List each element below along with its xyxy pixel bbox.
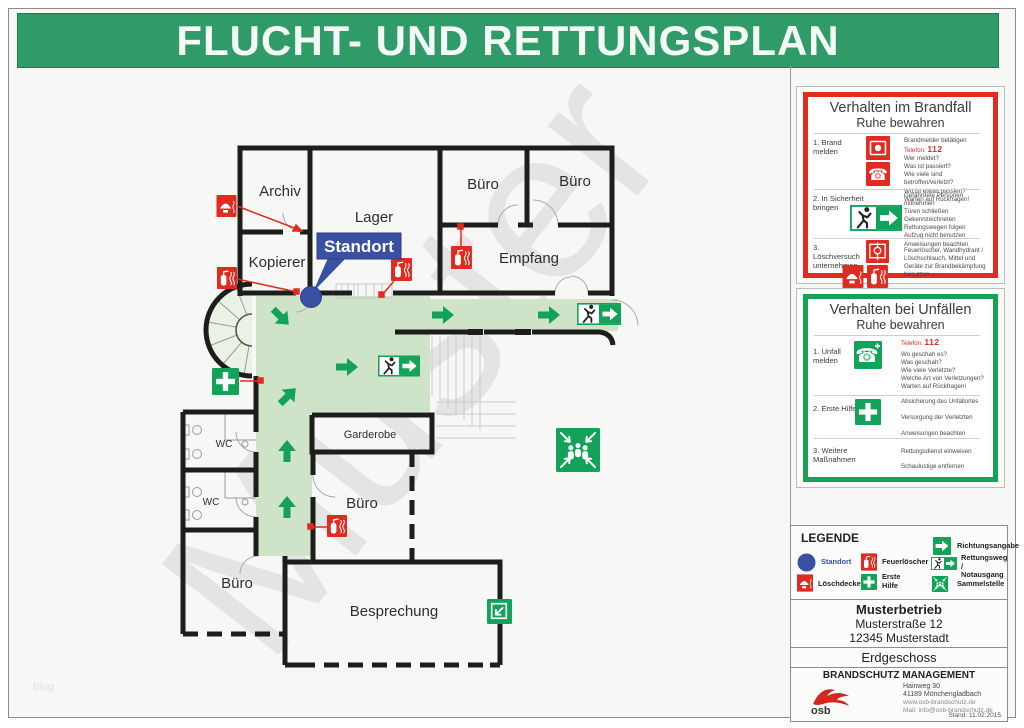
fire-item-2-text: Gefährdete Personen mitnehmen Türen schl… (904, 192, 969, 248)
fire-item-1-text: Brandmelder betätigen Telefon: 112 Wer m… (904, 137, 990, 204)
first-aid-cross-icon (861, 574, 877, 590)
fire-panel-subtitle: Ruhe bewahren (856, 116, 945, 130)
fire-alarm-call-point-icon (866, 136, 890, 160)
revision-date: Stand: 11.02.2015 (948, 712, 1001, 719)
accident-item-3-text: Rettungsdienst einweisen Schaulustige en… (901, 448, 972, 471)
accident-item-3-label: 3. Weitere Maßnahmen (813, 446, 856, 464)
legend-info-box: LEGENDE Standort Feuerlöscher Richtungsa… (790, 525, 1019, 722)
accident-item-1-label: 1. Unfall melden (813, 347, 841, 365)
title-bar: FLUCHT- UND RETTUNGSPLAN (17, 13, 999, 68)
accident-panel-subtitle: Ruhe bewahren (856, 318, 945, 332)
standort-dot-icon (797, 553, 816, 572)
fire-panel: Verhalten im Brandfall Ruhe bewahren 1. … (803, 92, 998, 278)
footer-web: www.osb-brandschutz.de (903, 699, 976, 706)
legend-label-erste-hilfe: Erste Hilfe (882, 572, 901, 590)
emergency-exit-runner-icon (931, 557, 957, 570)
first-aid-icon (855, 399, 881, 425)
svg-text:☎: ☎ (855, 346, 879, 367)
emergency-number: Telefon: 112 (904, 144, 943, 155)
legend-label-richtungsangabe: Richtungsangabe (957, 541, 1020, 550)
fire-panel-title: Verhalten im Brandfall (829, 100, 972, 116)
footer-address: Hainweg 30 41189 Mönchengladbach www.osb… (903, 683, 993, 714)
accident-panel: Verhalten bei Unfällen Ruhe bewahren 1. … (803, 294, 998, 482)
accident-item-1-text: Telefon: 112 Wo geschah es? Was geschah?… (901, 338, 987, 392)
accident-panel-title: Verhalten bei Unfällen (829, 302, 972, 318)
fire-panel-wrapper: Verhalten im Brandfall Ruhe bewahren 1. … (796, 86, 1005, 284)
legend-label-feuerloescher: Feuerlöscher (882, 557, 929, 566)
osb-logo-text: osb (811, 705, 831, 716)
company-street: Musterstraße 12 (855, 617, 943, 631)
fire-item-3-text: Feuerlöscher, Wandhydrant / Löschschlauc… (904, 247, 986, 279)
accident-item-2-label: 2. Erste Hilfe (813, 404, 857, 413)
wall-hydrant-icon (866, 240, 889, 263)
emergency-exit-sign-icon (850, 205, 902, 231)
emergency-phone-icon: ☎ (854, 341, 882, 369)
legend-title: LEGENDE (801, 531, 860, 545)
legend-label-sammelstelle: Sammelstelle (957, 579, 1005, 588)
company-city: 12345 Musterstadt (849, 631, 949, 645)
accident-item-2-text: Absicherung des Unfallortes Versorgung d… (901, 398, 979, 438)
svg-text:☎: ☎ (868, 167, 888, 184)
assembly-point-icon (932, 576, 948, 592)
footer-company: BRANDSCHUTZ MANAGEMENT (822, 670, 976, 681)
accident-panel-wrapper: Verhalten bei Unfällen Ruhe bewahren 1. … (796, 288, 1005, 488)
osb-logo: osb (811, 689, 849, 716)
company-name: Musterbetrieb (856, 602, 942, 617)
fire-extinguisher-icon (861, 553, 877, 571)
legend-label-standort: Standort (821, 557, 852, 566)
fire-extinguisher-icon (867, 265, 888, 288)
column-divider (790, 66, 791, 716)
footer-mail: Mail: info@osb-brandschutz.de (903, 707, 993, 714)
fire-blanket-icon (842, 265, 864, 288)
corner-watermark: blog (33, 681, 54, 693)
legend-label-rettungsweg: Rettungsweg / Notausgang (961, 553, 1008, 580)
fire-blanket-icon (797, 574, 813, 592)
fire-item-3-label: 3. Löschversuch unternehmen (813, 243, 860, 270)
fire-item-2-label: 2. In Sicherheit bringen (813, 194, 864, 212)
emergency-number: Telefon: 112 (901, 337, 940, 347)
legend-label-loeschdecke: Löschdecke (818, 579, 861, 588)
page-title: FLUCHT- UND RETTUNGSPLAN (176, 16, 840, 64)
direction-arrow-icon (933, 537, 951, 555)
floor-name: Erdgeschoss (861, 650, 937, 665)
fire-item-1-label: 1. Brand melden (813, 138, 842, 156)
phone-icon: ☎ (866, 162, 890, 186)
